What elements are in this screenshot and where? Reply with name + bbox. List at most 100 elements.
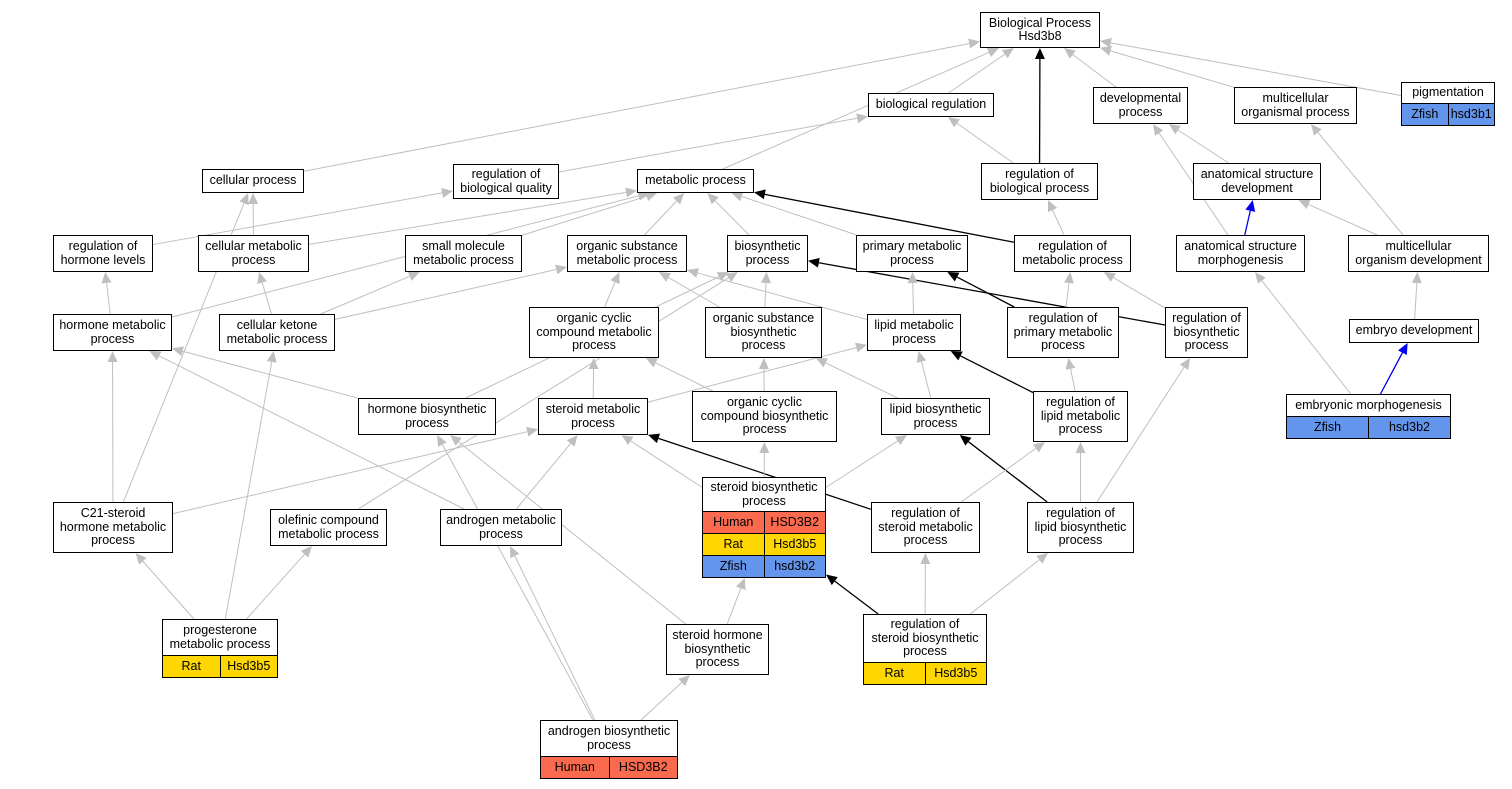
term-label: androgen metabolic process — [446, 513, 556, 541]
gene-cell: hsd3b2 — [763, 556, 826, 577]
term-node-reglbp[interactable]: regulation of lipid biosynthetic process — [1027, 502, 1134, 553]
gene-cell: hsd3b2 — [1368, 417, 1450, 438]
term-node-regbp[interactable]: regulation of biological process — [981, 163, 1098, 200]
term-node-bp[interactable]: Biological Process Hsd3b8 — [980, 12, 1100, 48]
term-label: regulation of primary metabolic process — [1013, 311, 1113, 353]
arrowhead — [566, 435, 578, 447]
term-label: cellular metabolic process — [205, 239, 302, 267]
term-node-cellproc[interactable]: cellular process — [202, 169, 304, 193]
arrowhead — [950, 351, 963, 361]
species-cell: Zfish — [1411, 106, 1439, 121]
term-node-shbp[interactable]: steroid hormone biosynthetic process — [666, 624, 769, 675]
gene-cell: hsd3b1 — [1447, 104, 1495, 125]
term-node-mod[interactable]: multicellular organism development — [1348, 235, 1489, 272]
arrowhead — [687, 268, 699, 278]
term-label: regulation of steroid biosynthetic proce… — [871, 617, 979, 659]
edge-c21-to-smp — [172, 431, 528, 515]
term-node-bioreg[interactable]: biological regulation — [868, 93, 994, 117]
term-label: lipid biosynthetic process — [889, 402, 982, 430]
term-node-smp[interactable]: steroid metabolic process — [538, 398, 648, 435]
term-node-multproc[interactable]: multicellular organismal process — [1234, 87, 1357, 124]
term-node-regbq[interactable]: regulation of biological quality — [453, 164, 559, 199]
term-node-hmp[interactable]: hormone metabolic process — [53, 314, 172, 351]
edge-shbp-to-sbp — [726, 588, 742, 625]
term-node-lbp[interactable]: lipid biosynthetic process — [881, 398, 990, 435]
term-node-occm[interactable]: organic cyclic compound metabolic proces… — [529, 307, 659, 358]
edge-ckm-to-smm — [320, 275, 410, 315]
arrowhead — [1033, 442, 1045, 453]
arrowhead — [1245, 200, 1256, 212]
term-label: lipid metabolic process — [874, 318, 954, 346]
term-node-regmp[interactable]: regulation of metabolic process — [1014, 235, 1131, 272]
term-label: multicellular organism development — [1355, 239, 1482, 267]
edge-emorph-to-asm — [1261, 280, 1352, 395]
term-node-osb[interactable]: organic substance biosynthetic process — [705, 307, 822, 358]
arrowhead — [610, 272, 620, 285]
term-node-ckm[interactable]: cellular ketone metabolic process — [219, 314, 335, 351]
edge-lbp-to-osb — [825, 362, 898, 399]
edge-occb-to-occm — [655, 362, 713, 392]
term-node-biosyn[interactable]: biosynthetic process — [727, 235, 808, 272]
edge-andm-to-hmp — [158, 355, 465, 510]
arrowhead — [1075, 442, 1086, 453]
arrowhead — [672, 193, 685, 205]
term-node-regbsp[interactable]: regulation of biosynthetic process — [1165, 307, 1248, 358]
species-cell: Human — [713, 514, 754, 529]
term-node-hbp[interactable]: hormone biosynthetic process — [358, 398, 496, 435]
edge-mod-to-asd — [1308, 204, 1378, 236]
term-node-lmp[interactable]: lipid metabolic process — [867, 314, 961, 351]
term-node-cellmet[interactable]: cellular metabolic process — [198, 235, 309, 272]
edge-regbp-to-bioreg — [956, 122, 1014, 164]
edge-andb-to-hbp — [441, 444, 594, 721]
species-cell: Zfish — [719, 558, 747, 573]
edge-reglbp-to-regbsp — [1096, 366, 1185, 503]
edge-asm-to-asd — [1244, 210, 1251, 236]
edge-bioreg-to-bp — [948, 53, 1006, 94]
term-node-olef[interactable]: olefinic compound metabolic process — [270, 509, 387, 546]
edge-regpm-to-regmp — [1065, 282, 1070, 308]
term-node-andm[interactable]: androgen metabolic process — [440, 509, 562, 546]
term-node-regsmp[interactable]: regulation of steroid metabolic process — [871, 502, 980, 553]
edge-regsbp-to-reglbp — [969, 559, 1040, 615]
term-node-pmp[interactable]: primary metabolic process — [856, 235, 968, 272]
term-node-c21[interactable]: C21-steroid hormone metabolic process — [53, 502, 173, 553]
term-label: hormone biosynthetic process — [367, 402, 487, 430]
gene-annotation-row: Zfish hsd3b2 — [703, 555, 825, 577]
arrowhead — [450, 435, 462, 446]
arrowhead — [1310, 124, 1322, 136]
term-node-osm[interactable]: organic substance metabolic process — [567, 235, 687, 272]
term-node-asd[interactable]: anatomical structure development — [1193, 163, 1321, 200]
edge-osb-to-biosyn — [764, 282, 767, 308]
arrowhead — [1411, 272, 1422, 284]
term-label: multicellular organismal process — [1241, 91, 1350, 119]
term-node-reglmp[interactable]: regulation of lipid metabolic process — [1033, 391, 1128, 442]
arrowhead — [437, 435, 447, 448]
term-label: steroid hormone biosynthetic process — [672, 628, 763, 670]
term-node-smm[interactable]: small molecule metabolic process — [405, 235, 522, 272]
edge-sbp-to-lbp — [825, 440, 898, 488]
term-label: anatomical structure morphogenesis — [1184, 239, 1297, 267]
term-node-regpm[interactable]: regulation of primary metabolic process — [1007, 307, 1119, 358]
term-node-devproc[interactable]: developmental process — [1093, 87, 1188, 124]
term-label: anatomical structure development — [1200, 167, 1314, 195]
arrowhead — [707, 193, 719, 205]
term-label: androgen biosynthetic process — [547, 724, 671, 752]
arrowhead — [266, 351, 277, 363]
term-node-embdev[interactable]: embryo development — [1349, 319, 1479, 343]
term-node-reghl[interactable]: regulation of hormone levels — [53, 235, 153, 272]
term-label: primary metabolic process — [862, 239, 962, 267]
term-node-regsbp[interactable]: regulation of steroid biosynthetic proce… — [863, 614, 987, 685]
edge-regbq-to-bioreg — [558, 117, 858, 173]
term-node-asm[interactable]: anatomical structure morphogenesis — [1176, 235, 1305, 272]
arrowhead — [407, 271, 420, 281]
arrowhead — [947, 272, 960, 282]
term-node-occb[interactable]: organic cyclic compound biosynthetic pro… — [692, 391, 837, 442]
term-node-metab[interactable]: metabolic process — [637, 169, 754, 193]
arrowhead — [1398, 343, 1408, 356]
